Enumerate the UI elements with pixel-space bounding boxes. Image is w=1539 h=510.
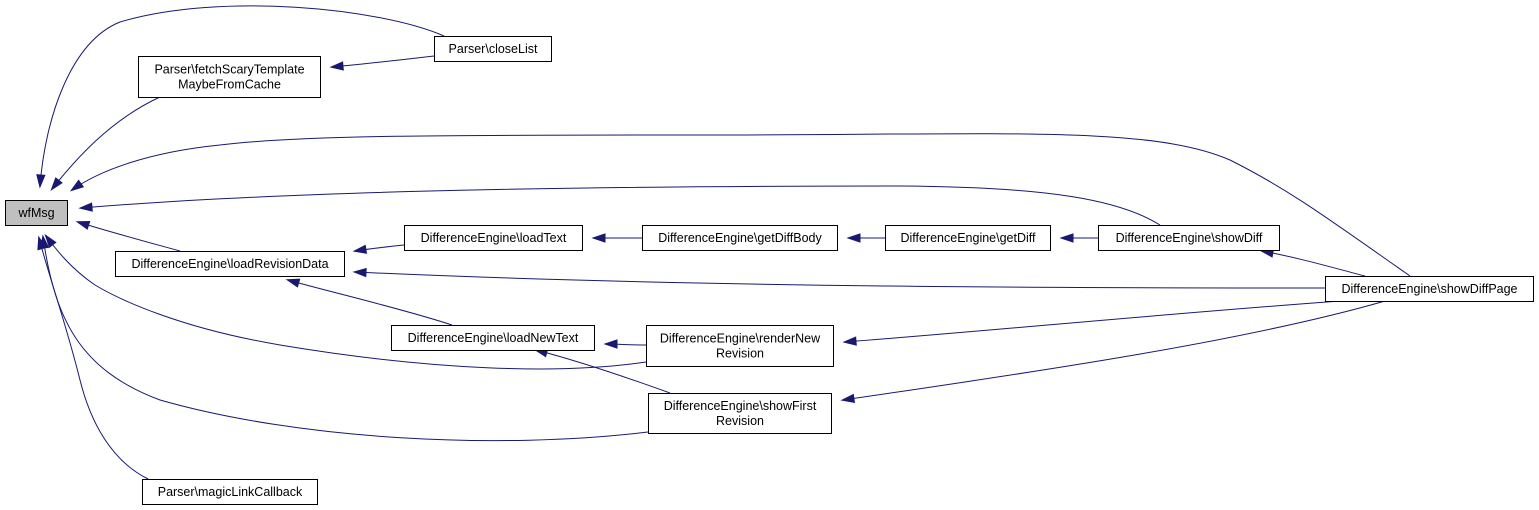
edge-loadRevisionData-to-wfMsg bbox=[75, 220, 181, 252]
node-label: DifferenceEngine\renderNew bbox=[660, 332, 821, 346]
arrowhead-icon bbox=[37, 235, 47, 251]
edge-line bbox=[77, 221, 181, 252]
node-closeList[interactable]: Parser\closeList bbox=[434, 36, 552, 62]
arrowhead-icon bbox=[69, 179, 85, 192]
node-box[interactable] bbox=[646, 325, 834, 367]
node-box[interactable] bbox=[1098, 225, 1280, 251]
node-label: DifferenceEngine\loadNewText bbox=[408, 331, 579, 345]
edge-line bbox=[331, 55, 435, 68]
arrowhead-icon bbox=[352, 244, 368, 254]
arrowhead-icon bbox=[36, 174, 46, 189]
node-box[interactable] bbox=[115, 251, 345, 277]
edge-loadNewText-to-loadRevisionData bbox=[285, 278, 453, 326]
node-loadNewText[interactable]: DifferenceEngine\loadNewText bbox=[391, 325, 595, 351]
edge-line bbox=[844, 300, 1341, 343]
arrowhead-icon bbox=[1059, 233, 1074, 243]
node-box[interactable] bbox=[642, 225, 838, 251]
edge-getDiffBody-to-loadText bbox=[591, 233, 643, 243]
nodes-layer: wfMsg Parser\closeListParser\fetchScaryTe… bbox=[5, 36, 1534, 505]
node-loadText[interactable]: DifferenceEngine\loadText bbox=[404, 225, 583, 251]
edge-getDiff-to-getDiffBody bbox=[846, 233, 886, 243]
edge-line bbox=[39, 5, 445, 187]
edge-line bbox=[38, 237, 149, 480]
edge-line bbox=[287, 279, 453, 326]
node-magicLinkCallback[interactable]: Parser\magicLinkCallback bbox=[142, 479, 318, 505]
node-label: DifferenceEngine\showDiffPage bbox=[1341, 282, 1517, 296]
edge-line bbox=[1261, 250, 1366, 277]
arrowhead-icon bbox=[44, 233, 57, 249]
arrowhead-icon bbox=[840, 393, 856, 403]
node-label: DifferenceEngine\showDiff bbox=[1116, 231, 1263, 245]
edge-showDiffPage-to-showFirstRevision bbox=[840, 300, 1386, 403]
arrowhead-icon bbox=[75, 220, 91, 230]
arrowhead-icon bbox=[50, 177, 63, 192]
node-label: MaybeFromCache bbox=[178, 78, 281, 92]
node-box[interactable] bbox=[885, 225, 1051, 251]
edge-magicLinkCallback-to-wfMsg bbox=[37, 235, 149, 480]
edge-fetchScary-to-wfMsg bbox=[50, 96, 161, 192]
node-label: DifferenceEngine\showFirst bbox=[664, 399, 817, 413]
edge-showDiffPage-to-renderNewRevision bbox=[842, 300, 1341, 346]
edge-line bbox=[842, 300, 1386, 401]
node-box[interactable] bbox=[5, 200, 68, 226]
node-showDiff[interactable]: DifferenceEngine\showDiff bbox=[1098, 225, 1280, 251]
node-box[interactable] bbox=[434, 36, 552, 62]
edge-line bbox=[71, 133, 1411, 277]
edge-showDiff-to-wfMsg bbox=[78, 185, 1161, 226]
arrowhead-icon bbox=[591, 233, 606, 243]
node-box[interactable] bbox=[138, 56, 321, 98]
node-label: Parser\magicLinkCallback bbox=[158, 485, 303, 499]
edge-line bbox=[354, 271, 1326, 289]
edges-layer bbox=[36, 5, 1411, 480]
edge-showDiffPage-to-loadRevisionData bbox=[352, 267, 1326, 289]
node-label: wfMsg bbox=[17, 206, 54, 220]
edge-line bbox=[535, 349, 671, 394]
arrowhead-icon bbox=[329, 61, 344, 71]
arrowhead-icon bbox=[842, 336, 857, 346]
arrowhead-icon bbox=[846, 233, 861, 243]
arrowhead-icon bbox=[352, 267, 367, 278]
node-box[interactable] bbox=[391, 325, 595, 351]
node-label: DifferenceEngine\getDiff bbox=[900, 231, 1036, 245]
edge-showDiff-to-getDiff bbox=[1059, 233, 1099, 243]
node-box[interactable] bbox=[1325, 276, 1534, 302]
node-box[interactable] bbox=[142, 479, 318, 505]
node-label: Revision bbox=[716, 414, 764, 428]
node-label: DifferenceEngine\getDiffBody bbox=[658, 231, 822, 245]
node-box[interactable] bbox=[404, 225, 583, 251]
node-label: Revision bbox=[716, 347, 764, 361]
node-label: DifferenceEngine\loadRevisionData bbox=[131, 257, 328, 271]
edge-line bbox=[80, 185, 1161, 226]
node-label: DifferenceEngine\loadText bbox=[421, 231, 567, 245]
node-loadRevisionData[interactable]: DifferenceEngine\loadRevisionData bbox=[115, 251, 345, 277]
node-box[interactable] bbox=[648, 393, 832, 434]
node-showDiffPage[interactable]: DifferenceEngine\showDiffPage bbox=[1325, 276, 1534, 302]
node-getDiffBody[interactable]: DifferenceEngine\getDiffBody bbox=[642, 225, 838, 251]
node-label: Parser\fetchScaryTemplate bbox=[154, 63, 304, 77]
edge-showDiffPage-to-wfMsg bbox=[69, 133, 1411, 277]
arrowhead-icon bbox=[285, 278, 301, 288]
node-getDiff[interactable]: DifferenceEngine\getDiff bbox=[885, 225, 1051, 251]
edge-line bbox=[51, 96, 161, 190]
node-label: Parser\closeList bbox=[449, 42, 538, 56]
edge-line bbox=[45, 235, 647, 370]
edge-renderNewRevision-to-wfMsg bbox=[44, 233, 647, 370]
arrowhead-icon bbox=[603, 339, 618, 349]
edge-closeList-to-wfMsg bbox=[36, 5, 445, 189]
edge-line bbox=[42, 236, 649, 442]
edge-showDiffPage-to-showDiff bbox=[1259, 248, 1366, 277]
node-wfMsg[interactable]: wfMsg bbox=[5, 200, 68, 226]
edge-closeList-to-fetchScary bbox=[329, 55, 435, 71]
edge-renderNewRevision-to-loadNewText bbox=[603, 339, 647, 349]
edge-loadText-to-loadRevisionData bbox=[352, 244, 405, 254]
arrowhead-icon bbox=[78, 202, 93, 212]
